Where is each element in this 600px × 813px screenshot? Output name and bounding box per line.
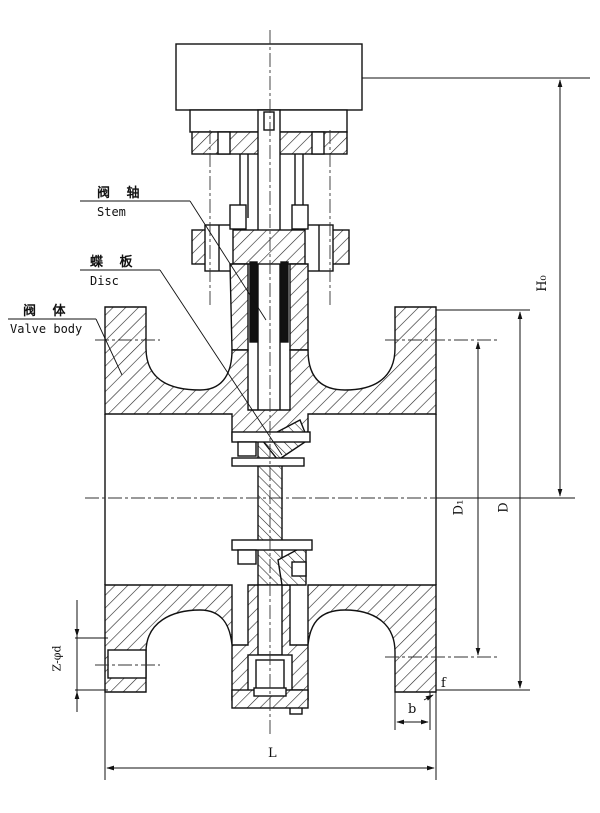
actuator-housing bbox=[175, 43, 363, 111]
body-label-cn: 阀 体 bbox=[23, 304, 72, 319]
disc-label-cn: 蝶 板 bbox=[90, 255, 139, 270]
dim-bolt-label: Z-φd bbox=[50, 645, 64, 672]
pin-upper bbox=[231, 431, 311, 443]
stem-label-en: Stem bbox=[97, 205, 126, 219]
packing-left bbox=[249, 261, 258, 343]
pin-lower bbox=[231, 539, 313, 551]
dim-D-label: D bbox=[496, 502, 512, 513]
dim-L-label: L bbox=[268, 746, 277, 761]
body-label-en: Valve body bbox=[10, 322, 83, 336]
stem bbox=[257, 109, 281, 441]
stem-label-cn: 阀 轴 bbox=[97, 186, 146, 201]
packing-right bbox=[280, 261, 289, 343]
dim-H0-label: H₀ bbox=[534, 275, 550, 292]
dim-b-label: b bbox=[408, 702, 417, 717]
disc-label-en: Disc bbox=[90, 274, 119, 288]
dim-D1-label: D₁ bbox=[451, 499, 467, 516]
dim-f-label: f bbox=[441, 676, 446, 691]
valve-body-top bbox=[104, 306, 437, 441]
